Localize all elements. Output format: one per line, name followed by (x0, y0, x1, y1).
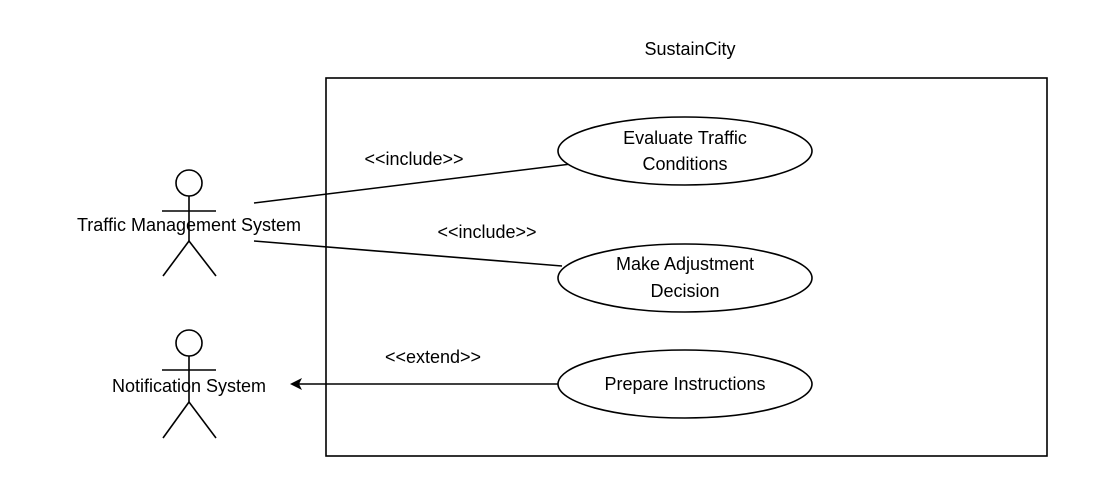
actor-right-leg (188, 401, 217, 439)
actor-left-leg (162, 401, 190, 439)
actor-notification-system[interactable]: Notification System (112, 329, 266, 439)
actor-head (175, 329, 203, 357)
actor-head (175, 169, 203, 197)
use-case-ellipse (557, 349, 813, 419)
association-adjust[interactable] (253, 240, 563, 267)
system-title: SustainCity (644, 39, 735, 59)
extend-label: <<extend>> (385, 347, 481, 367)
use-case-make-adjustment-decision[interactable]: Make Adjustment Decision (557, 243, 813, 313)
actor-right-leg (188, 240, 217, 277)
use-case-ellipse (557, 116, 813, 186)
use-case-ellipse (557, 243, 813, 313)
use-case-label: Prepare Instructions (604, 374, 765, 394)
use-case-prepare-instructions[interactable]: Prepare Instructions (557, 349, 813, 419)
actor-left-leg (162, 240, 190, 277)
use-case-label-line-2: Decision (650, 281, 719, 301)
system-boundary (325, 77, 1048, 457)
actor-label-traffic: Traffic Management System (77, 215, 301, 235)
use-case-label-line-1: Make Adjustment (616, 254, 754, 274)
use-case-evaluate-traffic-conditions[interactable]: Evaluate Traffic Conditions (557, 116, 813, 186)
association-evaluate[interactable] (253, 163, 572, 204)
use-case-label-line-1: Evaluate Traffic (623, 128, 747, 148)
actor-traffic-management-system[interactable]: Traffic Management System (77, 169, 301, 277)
include-label-2: <<include>> (437, 222, 536, 242)
include-label-1: <<include>> (364, 149, 463, 169)
use-case-label-line-2: Conditions (642, 154, 727, 174)
actor-label-notification: Notification System (112, 376, 266, 396)
